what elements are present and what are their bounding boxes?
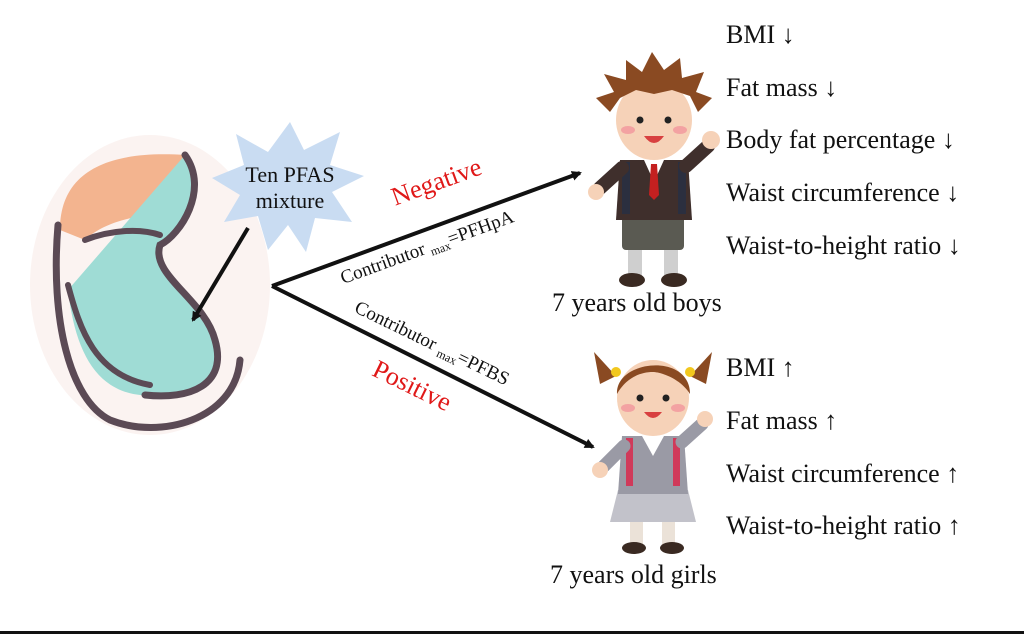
exposure-arrow	[191, 226, 250, 322]
exposure-line-1: Ten PFAS	[245, 162, 335, 187]
exposure-line-2: mixture	[255, 188, 325, 213]
girls-caption: 7 years old girls	[550, 560, 717, 589]
girls-outcome-1: BMI ↑	[726, 353, 795, 382]
boys-outcome-2: Fat mass ↓	[726, 73, 838, 102]
girls-outcome-2: Fat mass ↑	[726, 406, 838, 435]
schoolboy-icon	[588, 52, 720, 287]
boys-outcome-5: Waist-to-height ratio ↓	[726, 231, 961, 260]
boys-outcome-4: Waist circumference ↓	[726, 178, 960, 207]
positive-arrow	[271, 284, 595, 449]
bottom-border	[0, 631, 1024, 634]
boys-caption: 7 years old boys	[552, 288, 722, 317]
boys-outcome-3: Body fat percentage ↓	[726, 125, 955, 154]
pregnant-woman-icon	[30, 135, 270, 435]
starburst-icon	[212, 122, 364, 252]
exposure-label: Ten PFAS mixture	[230, 162, 350, 214]
girls-outcome-3: Waist circumference ↑	[726, 459, 960, 488]
schoolgirl-icon	[592, 352, 713, 554]
girls-outcome-4: Waist-to-height ratio ↑	[726, 511, 961, 540]
boys-outcome-1: BMI ↓	[726, 20, 795, 49]
negative-arrow	[271, 171, 582, 288]
